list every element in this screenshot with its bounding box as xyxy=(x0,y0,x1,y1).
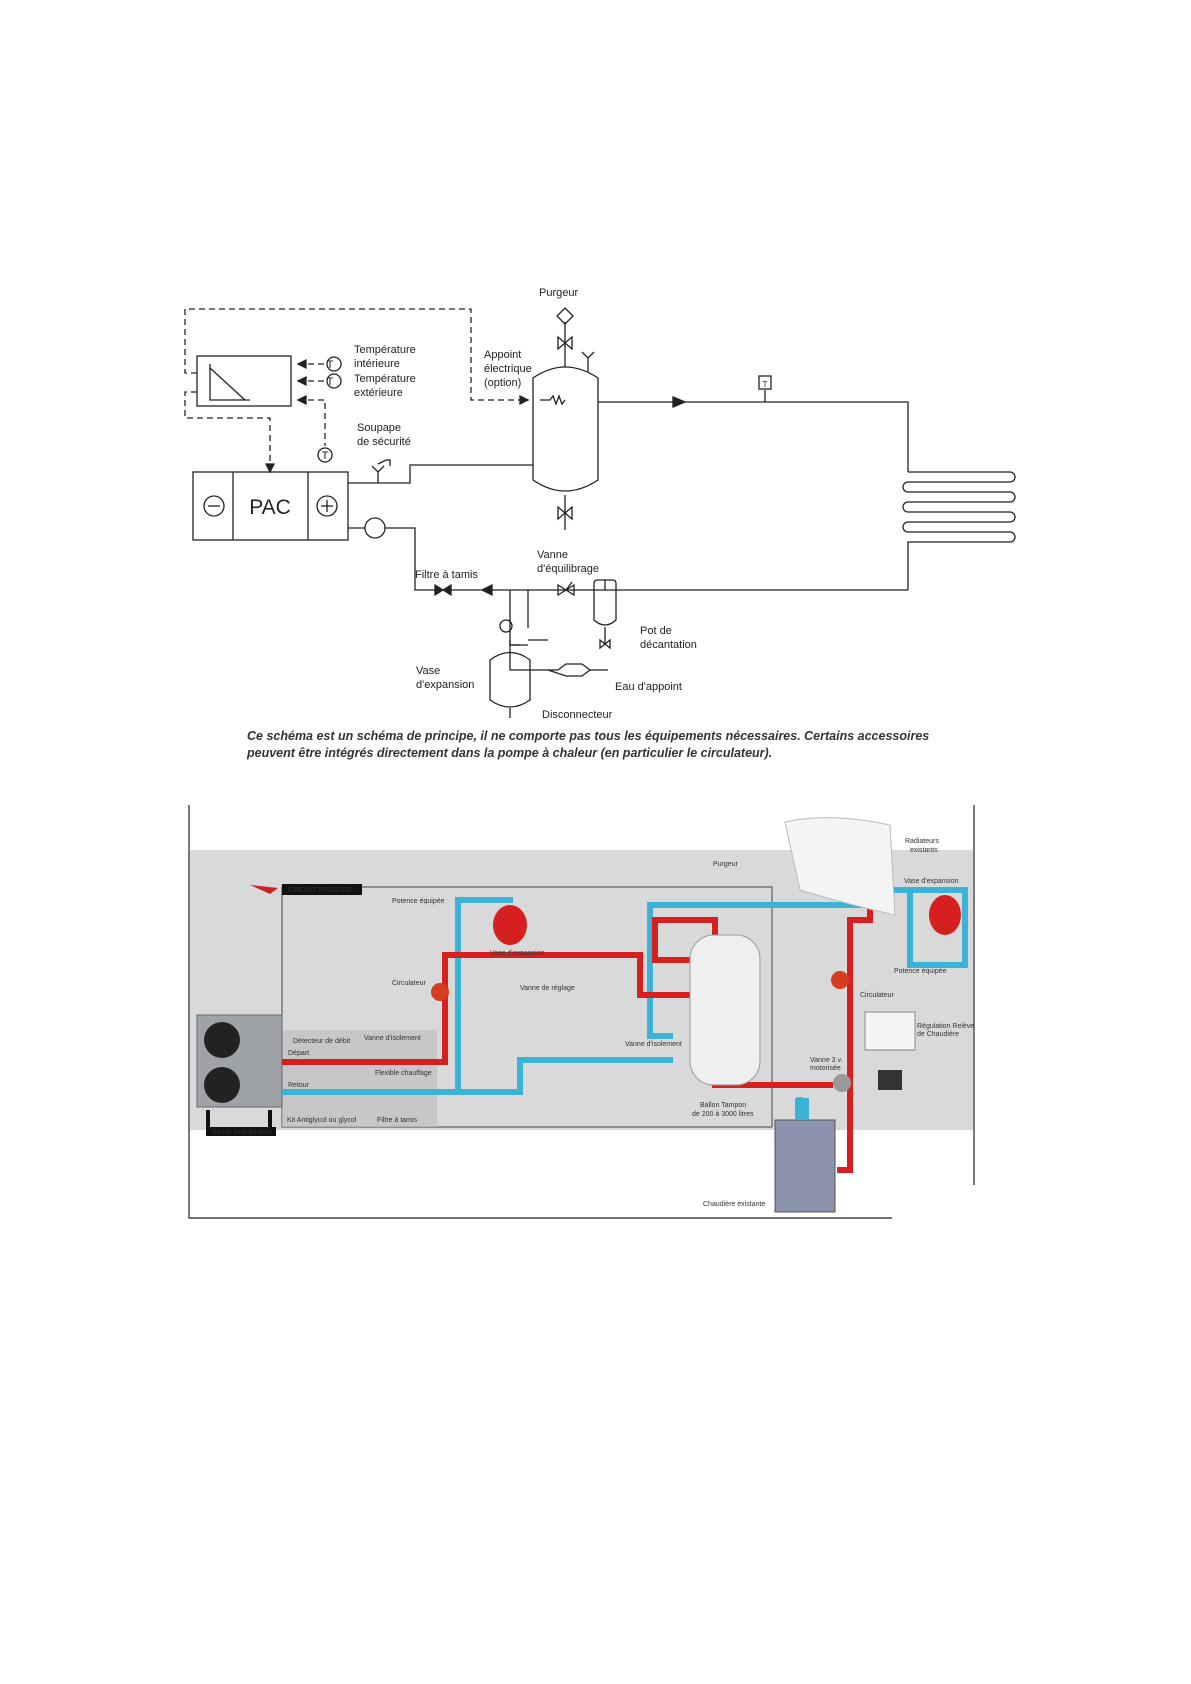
svg-text:Température: Température xyxy=(354,373,416,385)
svg-text:Flexible chauffage: Flexible chauffage xyxy=(375,1070,432,1077)
svg-text:Départ: Départ xyxy=(288,1050,309,1057)
svg-text:motorisée: motorisée xyxy=(810,1065,841,1072)
heating-coil xyxy=(902,471,1016,590)
svg-text:PAC: PAC xyxy=(249,496,291,519)
svg-text:Retour: Retour xyxy=(288,1082,310,1089)
svg-text:T: T xyxy=(322,450,329,462)
svg-text:Vase: Vase xyxy=(416,665,440,677)
svg-text:Purgeur: Purgeur xyxy=(713,861,739,868)
buffer-tank xyxy=(532,366,599,492)
svg-text:Vanne 3 v.: Vanne 3 v. xyxy=(810,1057,842,1064)
regulation-box xyxy=(864,1011,916,1051)
svg-text:Vanne de réglage: Vanne de réglage xyxy=(520,985,575,992)
svg-text:Soupape: Soupape xyxy=(357,422,401,434)
svg-text:Pot de: Pot de xyxy=(640,625,672,637)
svg-text:Bande Antivibration: Bande Antivibration xyxy=(212,1129,272,1136)
boiler xyxy=(774,1119,836,1213)
svg-text:Disconnecteur: Disconnecteur xyxy=(542,709,613,720)
svg-text:Filtre à tamis: Filtre à tamis xyxy=(377,1117,418,1124)
svg-text:Régulation Relève: Régulation Relève xyxy=(917,1023,974,1030)
purgeur-icon xyxy=(556,307,574,325)
svg-text:Purgeur: Purgeur xyxy=(539,287,578,299)
expansion-vessel xyxy=(489,651,531,718)
hydraulic-schematic: T T T PAC T Purgeur Température intérieu… xyxy=(184,287,1016,720)
svg-text:de 200 à 3000 litres: de 200 à 3000 litres xyxy=(692,1111,754,1118)
svg-text:extérieure: extérieure xyxy=(354,387,403,399)
svg-text:de Chaudière: de Chaudière xyxy=(917,1031,959,1038)
svg-text:électrique: électrique xyxy=(484,363,532,375)
svg-text:Appoint: Appoint xyxy=(484,349,521,361)
svg-text:Eau d'appoint: Eau d'appoint xyxy=(615,681,682,693)
svg-text:Chaudière existante: Chaudière existante xyxy=(703,1201,765,1208)
svg-text:d'équilibrage: d'équilibrage xyxy=(537,563,599,575)
svg-text:T: T xyxy=(327,359,334,371)
svg-text:Potence équipée: Potence équipée xyxy=(392,898,445,905)
svg-text:Vanne d'isolement: Vanne d'isolement xyxy=(364,1035,421,1042)
svg-text:Ballon Tampon: Ballon Tampon xyxy=(700,1102,746,1109)
svg-text:Détecteur de débit: Détecteur de débit xyxy=(293,1038,350,1045)
radiator xyxy=(784,817,896,916)
svg-text:Potence équipée: Potence équipée xyxy=(894,968,947,975)
minus-icon xyxy=(203,495,225,517)
svg-text:intérieure: intérieure xyxy=(354,358,400,370)
svg-text:Kit Antiglycol ou glycol: Kit Antiglycol ou glycol xyxy=(287,1117,357,1124)
svg-text:T: T xyxy=(327,376,334,388)
svg-text:CIRCUIT PRIMAIRE: CIRCUIT PRIMAIRE xyxy=(288,887,352,894)
svg-text:Filtre à tamis: Filtre à tamis xyxy=(415,569,478,581)
svg-text:Circulateur: Circulateur xyxy=(860,992,895,999)
buffer-tank xyxy=(689,934,761,1086)
background-band xyxy=(190,850,973,1130)
svg-text:T: T xyxy=(763,380,768,389)
svg-text:Température: Température xyxy=(354,344,416,356)
pac-unit xyxy=(192,471,349,541)
heat-pump xyxy=(196,1014,283,1108)
svg-text:Vase d'expansion: Vase d'expansion xyxy=(490,950,545,957)
controller-box xyxy=(196,355,292,407)
svg-text:(option): (option) xyxy=(484,377,521,389)
plus-icon xyxy=(316,495,338,517)
svg-text:Vanne d'isolement: Vanne d'isolement xyxy=(625,1041,682,1048)
svg-text:existants: existants xyxy=(910,847,938,854)
svg-text:Circulateur: Circulateur xyxy=(392,980,427,987)
settling-pot xyxy=(593,579,617,645)
schematic-caption: Ce schéma est un schéma de principe, il … xyxy=(247,729,930,760)
svg-text:de sécurité: de sécurité xyxy=(357,436,411,448)
svg-text:Vase d'expansion: Vase d'expansion xyxy=(904,878,959,885)
svg-text:Vanne: Vanne xyxy=(537,549,568,561)
svg-text:décantation: décantation xyxy=(640,639,697,651)
svg-text:d'expansion: d'expansion xyxy=(416,679,474,691)
svg-text:Radiateurs: Radiateurs xyxy=(905,838,939,845)
circulator-icon xyxy=(364,517,386,539)
